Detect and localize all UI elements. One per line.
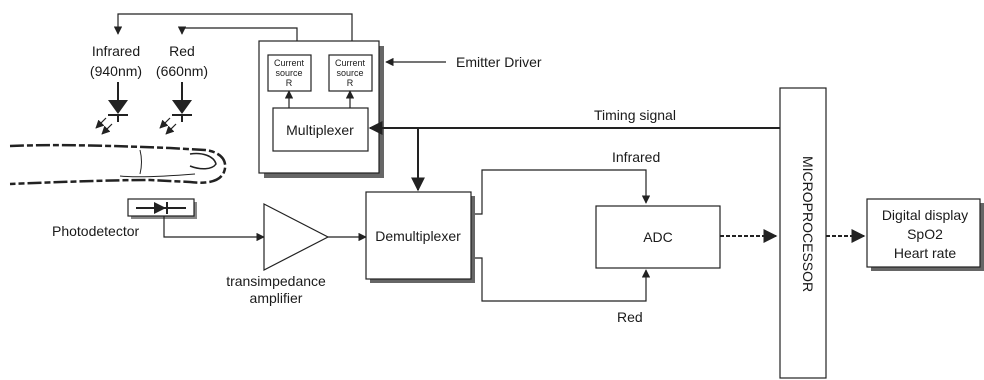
- red-channel-label: Red: [617, 309, 643, 325]
- infrared-wavelength-label: (940nm): [90, 63, 142, 79]
- amplifier-label-line-1: transimpedance: [226, 273, 326, 289]
- amplifier-label-line-2: amplifier: [250, 290, 303, 306]
- red-led-icon: [159, 82, 192, 135]
- multiplexer-label: Multiplexer: [286, 122, 354, 138]
- red-wavelength-label: (660nm): [156, 63, 208, 79]
- current-source-2-line-1: Current: [335, 58, 366, 68]
- microprocessor-label: MICROPROCESSOR: [800, 156, 816, 292]
- current-source-2: [328, 54, 373, 92]
- photodetector-icon: [127, 198, 197, 219]
- red-channel-wire: [475, 257, 651, 302]
- demultiplexer-box: [365, 191, 472, 280]
- display-label-line-3: Heart rate: [894, 245, 956, 261]
- microprocessor-box: [779, 87, 827, 379]
- display-label-line-2: SpO2: [907, 226, 943, 242]
- current-source-1-line-2: source: [275, 68, 302, 78]
- current-source-1-line-3: R: [286, 78, 293, 88]
- current-source-2-line-3: R: [347, 78, 354, 88]
- current-source-1: [267, 54, 312, 92]
- timing-signal-label: Timing signal: [594, 107, 676, 123]
- wire-photodetector-to-amplifier: [163, 216, 265, 242]
- current-source-1-line-1: Current: [274, 58, 305, 68]
- red-led-label: Red: [169, 43, 195, 59]
- emitter-driver-block: Current source R Current source R Multip…: [258, 40, 384, 178]
- infrared-led-label: Infrared: [92, 43, 140, 59]
- display-label-line-1: Digital display: [882, 207, 968, 223]
- wire-to-infrared-led: [113, 13, 353, 60]
- infrared-channel-wire: [475, 169, 651, 215]
- photodetector-label: Photodetector: [52, 223, 140, 239]
- demultiplexer-label: Demultiplexer: [375, 228, 461, 244]
- emitter-driver-label: Emitter Driver: [456, 54, 542, 70]
- infrared-channel-label: Infrared: [612, 149, 660, 165]
- multiplexer-box: [272, 107, 369, 152]
- current-source-2-line-2: source: [336, 68, 363, 78]
- finger-icon: [9, 143, 227, 186]
- infrared-led-icon: [95, 82, 128, 135]
- amplifier-icon: [263, 203, 330, 271]
- digital-display-box: [866, 198, 981, 268]
- adc-box: [595, 205, 721, 269]
- adc-label: ADC: [643, 229, 673, 245]
